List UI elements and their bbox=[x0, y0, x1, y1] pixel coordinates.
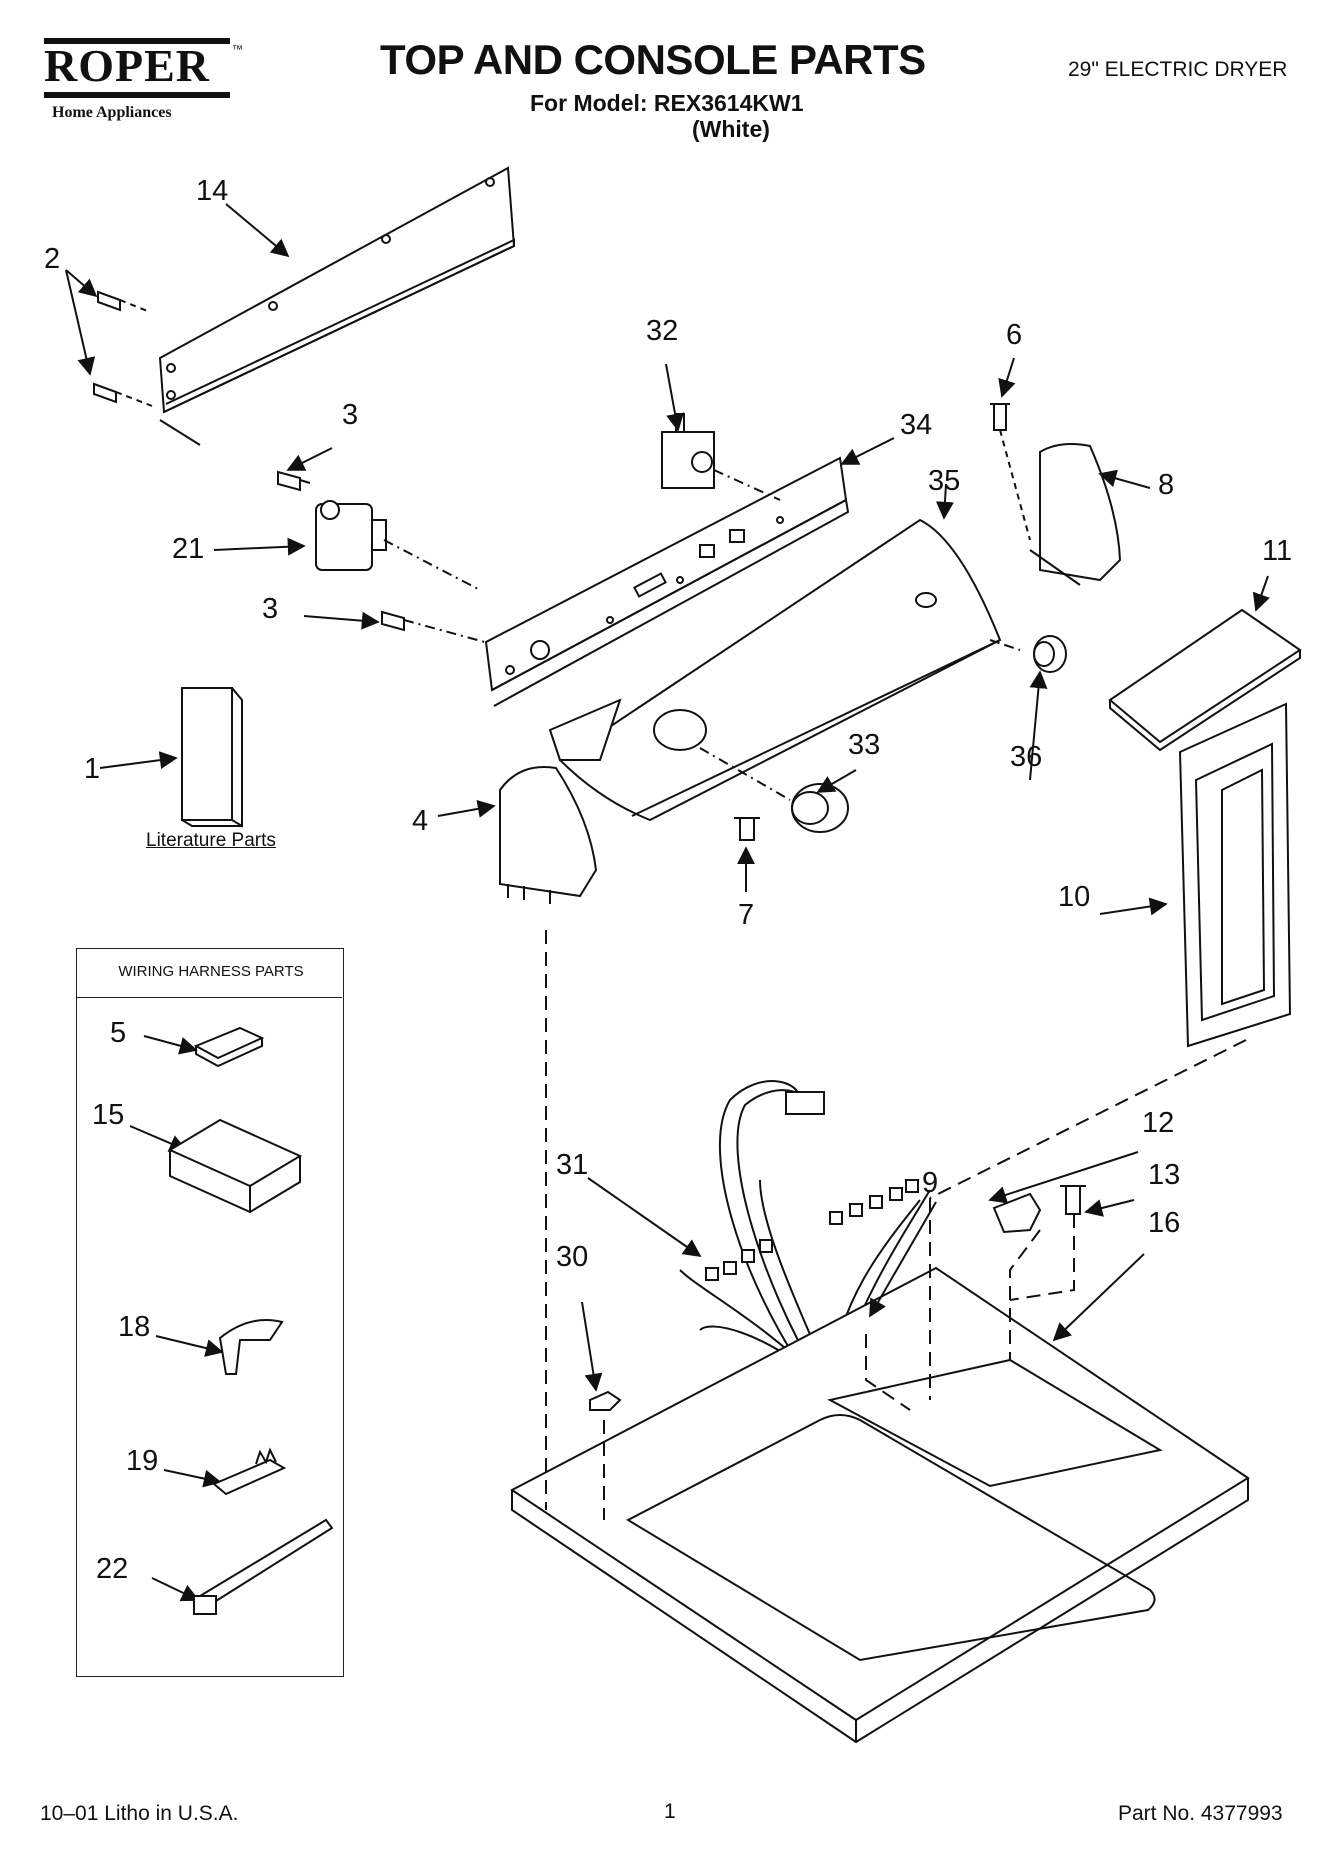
part-1-literature bbox=[181, 687, 243, 828]
footer-litho: 10–01 Litho in U.S.A. bbox=[40, 1802, 239, 1825]
callout-19: 19 bbox=[126, 1445, 159, 1477]
harness-part-18-clip bbox=[218, 1319, 284, 1375]
part-16-top bbox=[510, 1266, 1250, 1744]
harness-box-title: WIRING HARNESS PARTS bbox=[118, 963, 304, 980]
logo-bar-bottom bbox=[44, 92, 230, 98]
part-36-knob bbox=[1033, 635, 1067, 673]
logo-trademark: ™ bbox=[232, 44, 243, 56]
callout-1: 1 bbox=[84, 753, 101, 785]
harness-part-5-connector bbox=[193, 1026, 265, 1068]
wiring-harness-box: WIRING HARNESS PARTS bbox=[76, 948, 344, 1677]
part-10-duct bbox=[1178, 702, 1292, 1048]
part-34-console-bracket bbox=[484, 456, 850, 707]
callout-4: 4 bbox=[412, 805, 429, 837]
footer-page-number: 1 bbox=[664, 1800, 676, 1823]
part-13-screw bbox=[1060, 1185, 1086, 1215]
model-line: For Model: REX3614KW1 bbox=[530, 90, 804, 116]
assembly-lines bbox=[545, 930, 1247, 1520]
callout-18: 18 bbox=[118, 1311, 151, 1343]
page-title: TOP AND CONSOLE PARTS bbox=[380, 36, 926, 83]
callout-7: 7 bbox=[738, 899, 755, 931]
part-4-end-cap-left bbox=[499, 766, 598, 904]
harness-part-15-block bbox=[167, 1118, 303, 1214]
callout-10: 10 bbox=[1058, 881, 1091, 913]
part-2-screws bbox=[93, 290, 153, 407]
callout-11: 11 bbox=[1262, 535, 1293, 567]
callout-34: 34 bbox=[900, 409, 933, 441]
logo-bar-top bbox=[44, 38, 230, 44]
part-35-console bbox=[548, 518, 1021, 822]
part-32-timer bbox=[661, 413, 781, 501]
callout-21: 21 bbox=[172, 533, 205, 565]
part-12-bracket bbox=[992, 1192, 1042, 1234]
part-30-clip bbox=[589, 1390, 622, 1411]
callout-32: 32 bbox=[646, 315, 679, 347]
callout-16: 16 bbox=[1148, 1207, 1181, 1239]
callout-2: 2 bbox=[44, 243, 61, 275]
leader-arrows bbox=[65, 203, 1270, 1602]
callout-6: 6 bbox=[1006, 319, 1023, 351]
harness-box-divider bbox=[77, 997, 342, 998]
logo-wordmark: ROPER bbox=[44, 40, 210, 91]
callout-3b: 3 bbox=[262, 593, 279, 625]
part-33-knob bbox=[699, 747, 849, 833]
callout-33: 33 bbox=[848, 729, 881, 761]
product-name: 29" ELECTRIC DRYER bbox=[1068, 58, 1288, 81]
footer-part-number: Part No. 4377993 bbox=[1118, 1802, 1283, 1825]
color-line: (White) bbox=[692, 116, 770, 142]
callout-15: 15 bbox=[92, 1099, 125, 1131]
part-6-screw bbox=[990, 403, 1031, 541]
roper-logo: ROPER ™ Home Appliances bbox=[44, 38, 243, 128]
callout-22: 22 bbox=[96, 1553, 129, 1585]
harness-part-19-terminal bbox=[212, 1447, 287, 1496]
callout-12: 12 bbox=[1142, 1107, 1175, 1139]
callout-3a: 3 bbox=[342, 399, 359, 431]
harness-part-22-tie bbox=[193, 1518, 334, 1615]
part-8-end-cap-right bbox=[1029, 443, 1122, 586]
callout-31: 31 bbox=[556, 1149, 589, 1181]
part-14-rear-panel bbox=[158, 166, 516, 446]
callout-30: 30 bbox=[556, 1241, 589, 1273]
callout-36: 36 bbox=[1010, 741, 1043, 773]
callout-13: 13 bbox=[1148, 1159, 1181, 1191]
part-21-switch bbox=[315, 500, 481, 591]
callout-9: 9 bbox=[922, 1167, 939, 1199]
callout-35: 35 bbox=[928, 465, 961, 497]
part-3-screws bbox=[277, 470, 515, 651]
literature-parts-label: Literature Parts bbox=[146, 830, 276, 851]
callout-14: 14 bbox=[196, 175, 229, 207]
callout-5: 5 bbox=[110, 1017, 127, 1049]
part-11-plate bbox=[1108, 608, 1302, 752]
logo-subtitle: Home Appliances bbox=[52, 104, 172, 121]
callout-8: 8 bbox=[1158, 469, 1175, 501]
part-7-screw bbox=[734, 817, 760, 841]
